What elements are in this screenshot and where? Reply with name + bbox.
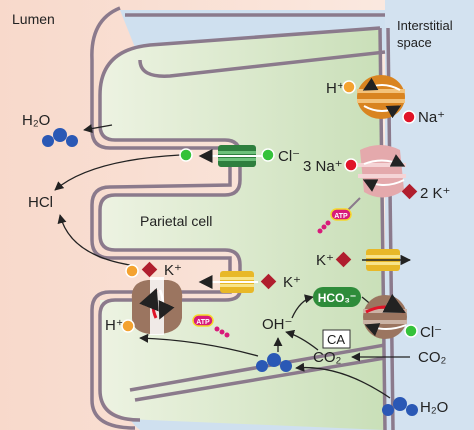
co2-outer-label: CO₂ [418, 349, 447, 366]
water-to-h-arrow [139, 333, 259, 357]
na-pump-label: 3 Na⁺ [303, 158, 343, 175]
sodium-dot-pump [344, 158, 358, 172]
h-to-hcl-arrow [57, 214, 131, 266]
chloride-dot-cell [261, 148, 275, 162]
carbonic-anhydrase-box [322, 329, 351, 349]
co2-inner-label: CO₂ [313, 349, 342, 366]
na-exchanger-label: Na⁺ [418, 109, 445, 126]
cl-to-hcl-arrow [54, 154, 181, 191]
proton-pump-icon [131, 277, 183, 335]
chloride-dot-right [404, 324, 418, 338]
atp-badge-upper-icon: ATP [317, 197, 361, 234]
oh-label: OH⁻ [262, 316, 292, 333]
proton-dot-left [121, 319, 135, 333]
parietal-cell-label: Parietal cell [140, 213, 212, 229]
co2-to-oh-arrow [285, 329, 319, 351]
k-channel-label: K⁺ [283, 274, 301, 291]
potassium-diamond-pump [401, 183, 418, 200]
h-left-label: H⁺ [105, 317, 124, 334]
interstitial-region [385, 0, 474, 430]
cl-right-label: Cl⁻ [420, 324, 442, 341]
atp-badge-icon: ATP [192, 314, 230, 338]
h-pump-arrow [139, 288, 159, 319]
water-influx-arrow [295, 362, 391, 399]
h2o-bottom-label: H₂O [420, 399, 448, 416]
k-basolateral-label: K⁺ [316, 252, 334, 269]
cl-left-label: Cl⁻ [278, 148, 300, 165]
svg-text:ATP: ATP [196, 319, 210, 326]
proton-dot-lumen [125, 264, 139, 278]
interstitial-label-line1: Interstitial [397, 18, 453, 33]
hcl-label: HCl [28, 194, 53, 211]
potassium-diamond-lumen [141, 261, 158, 278]
k-pump-label: 2 K⁺ [420, 185, 450, 202]
interstitial-label-line2: space [397, 35, 432, 50]
na-k-pump-icon [358, 145, 406, 198]
h-exchanger-label: H⁺ [326, 80, 345, 97]
oh-to-hco3-arrow [291, 294, 314, 319]
k-lumen-label: K⁺ [164, 262, 182, 279]
ca-label: CA [327, 332, 345, 347]
cl-hco3-exchanger-icon [363, 295, 407, 339]
h2o-top-left-label: H₂O [22, 112, 50, 129]
svg-text:ATP: ATP [334, 213, 348, 220]
chloride-dot-lumen [179, 148, 193, 162]
water-molecule-outer-icon [382, 397, 418, 416]
apical-membrane [98, 26, 381, 96]
na-h-exchanger-icon [357, 75, 405, 119]
proton-dot-exchanger [342, 80, 356, 94]
hco3-label: HCO₃⁻ [318, 291, 357, 305]
lumen-label: Lumen [12, 11, 55, 27]
water-molecule-cell-icon [256, 353, 292, 372]
sodium-dot-exchanger [402, 110, 416, 124]
hco3-badge [313, 287, 361, 307]
water-molecule-icon [42, 128, 78, 147]
water-exit-arrow [83, 124, 113, 134]
